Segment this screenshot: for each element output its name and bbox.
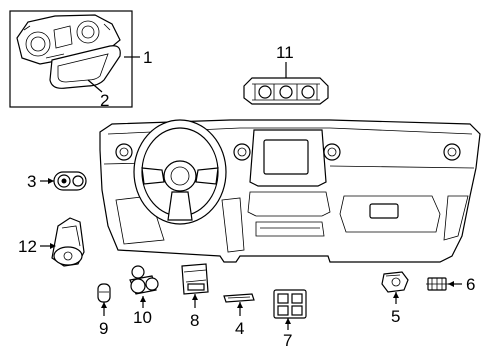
- instrument-cluster-group-box: [9, 10, 133, 108]
- arrow-8: [192, 294, 198, 300]
- switch-part-9: [97, 283, 111, 303]
- switch-bezel-part-4: [223, 293, 255, 303]
- switch-part-10: [129, 265, 159, 295]
- switch-housing-part-12: [51, 217, 85, 267]
- arrow-7: [285, 318, 291, 324]
- arrow-12: [50, 243, 56, 249]
- hvac-control-part: [243, 77, 329, 105]
- switch-part-3: [53, 171, 87, 191]
- callout-12: 12: [18, 237, 37, 256]
- callout-5: 5: [391, 307, 400, 326]
- switch-part-8: [181, 263, 209, 295]
- connector-part-6: [426, 277, 448, 291]
- callout-4: 4: [235, 319, 244, 338]
- switch-part-5: [381, 271, 409, 293]
- callout-8: 8: [190, 311, 199, 330]
- switch-bank-part-7: [273, 289, 307, 319]
- callout-6: 6: [466, 275, 475, 294]
- callout-1: 1: [143, 48, 152, 67]
- arrow-4: [237, 302, 243, 308]
- callout-10: 10: [133, 308, 152, 327]
- arrow-3: [48, 178, 54, 184]
- arrow-6: [448, 281, 454, 287]
- callout-2: 2: [100, 91, 109, 110]
- callout-3: 3: [27, 172, 36, 191]
- callout-7: 7: [283, 331, 292, 350]
- callout-11: 11: [276, 43, 294, 62]
- arrow-5: [393, 292, 399, 298]
- arrow-10: [140, 296, 146, 302]
- callout-9: 9: [99, 319, 108, 338]
- leader-line-2: [87, 79, 103, 93]
- arrow-9: [101, 302, 107, 308]
- steering-wheel: [133, 119, 227, 225]
